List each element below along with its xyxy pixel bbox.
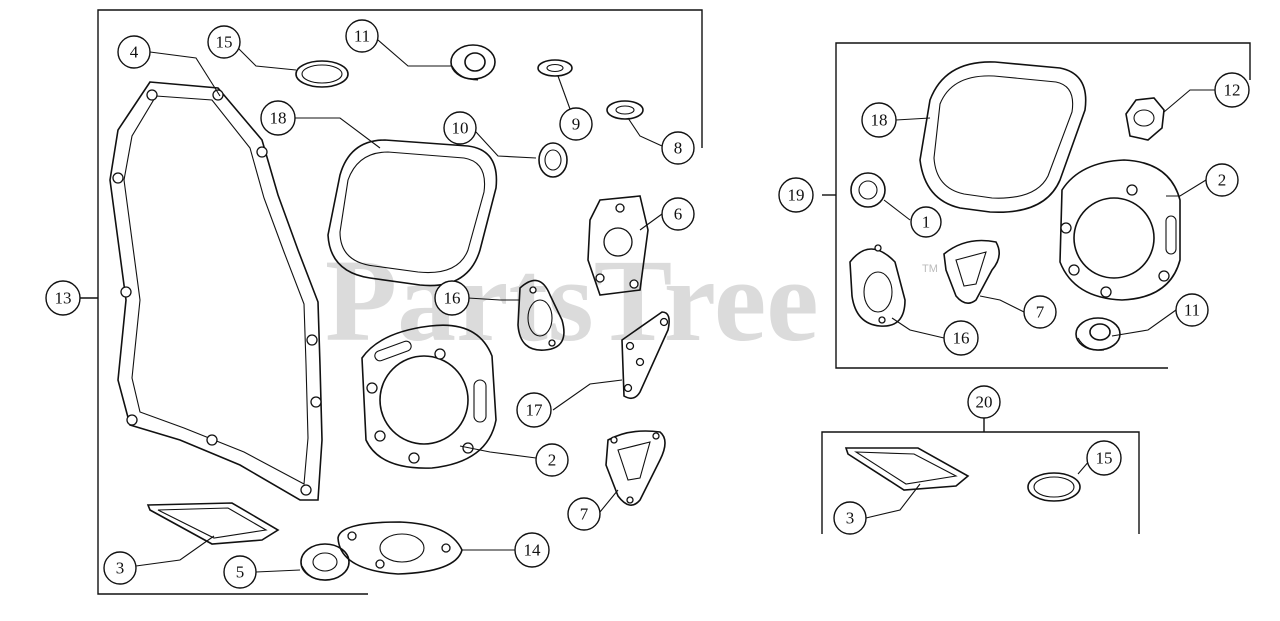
part-18-valve-cover-gasket	[327, 139, 498, 287]
partstree-watermark: PartsTree TM	[325, 235, 938, 366]
svg-text:4: 4	[130, 43, 139, 62]
group-19-frame	[822, 42, 1251, 369]
svg-text:3: 3	[116, 559, 125, 578]
callout-10: 10	[443, 111, 477, 145]
callout-11: 11	[345, 19, 379, 53]
callout-2: 2	[535, 443, 569, 477]
callout-7: 7	[567, 497, 601, 531]
svg-text:6: 6	[674, 205, 683, 224]
svg-text:2: 2	[548, 451, 557, 470]
callout-11-kit: 11	[1175, 293, 1209, 327]
svg-text:8: 8	[674, 139, 683, 158]
part-12-nut	[1125, 97, 1165, 141]
svg-text:11: 11	[354, 27, 370, 46]
callout-17: 17	[516, 392, 552, 428]
callout-12-kit: 12	[1214, 72, 1250, 108]
group-20-frame	[821, 418, 1140, 534]
part-8-washer	[606, 100, 644, 120]
part-15-o-ring-kit	[1027, 472, 1081, 502]
part-10-seal	[538, 142, 568, 178]
callout-9: 9	[559, 107, 593, 141]
svg-text:19: 19	[788, 186, 805, 205]
watermark-text: PartsTree	[325, 235, 819, 366]
callout-18-kit: 18	[861, 102, 897, 138]
part-6-carburetor-gasket	[587, 195, 649, 296]
callout-2-kit: 2	[1205, 163, 1239, 197]
part-5-oil-seal	[300, 543, 350, 581]
svg-text:20: 20	[976, 393, 993, 412]
svg-text:15: 15	[216, 33, 233, 52]
part-7-breather-gasket-kit	[943, 239, 1000, 304]
svg-text:7: 7	[580, 505, 589, 524]
callout-1-kit: 1	[910, 206, 942, 238]
svg-text:16: 16	[444, 289, 461, 308]
callout-18: 18	[260, 100, 296, 136]
part-2-head-gasket	[361, 324, 497, 469]
callout-19: 19	[778, 177, 814, 213]
part-3-oil-base-gasket-kit	[844, 447, 970, 491]
watermark-trademark: TM	[922, 263, 938, 275]
svg-text:7: 7	[1036, 303, 1045, 322]
part-15-o-ring	[295, 60, 349, 88]
callout-16-kit: 16	[943, 320, 979, 356]
callout-7-kit: 7	[1023, 295, 1057, 329]
callout-15: 15	[207, 25, 241, 59]
svg-text:11: 11	[1184, 301, 1200, 320]
part-9-washer	[537, 59, 573, 77]
svg-text:16: 16	[953, 329, 970, 348]
part-17-plate-gasket	[621, 311, 670, 400]
part-18-valve-cover-gasket-kit	[919, 61, 1087, 214]
svg-text:14: 14	[524, 541, 542, 560]
part-7-breather-gasket	[605, 430, 666, 506]
part-16-intake-gasket-kit	[849, 244, 906, 327]
part-1-seal	[850, 172, 886, 208]
svg-text:13: 13	[55, 289, 72, 308]
svg-text:12: 12	[1224, 81, 1241, 100]
part-4-crankcase-gasket	[109, 81, 323, 501]
part-11-seal-kit	[1075, 317, 1121, 351]
callout-3: 3	[103, 551, 137, 585]
part-11-seal	[450, 44, 496, 81]
callout-3-kit: 3	[833, 501, 867, 535]
svg-text:18: 18	[871, 111, 888, 130]
callout-4: 4	[117, 35, 151, 69]
svg-text:3: 3	[846, 509, 855, 528]
svg-text:18: 18	[270, 109, 287, 128]
svg-text:10: 10	[452, 119, 469, 138]
callout-8: 8	[661, 131, 695, 165]
part-14-exhaust-gasket	[337, 521, 463, 575]
svg-text:15: 15	[1096, 449, 1113, 468]
group-13-frame	[80, 9, 703, 595]
part-2-head-gasket-kit	[1059, 159, 1181, 301]
callout-16: 16	[434, 280, 470, 316]
svg-text:17: 17	[526, 401, 544, 420]
callout-15-kit: 15	[1086, 440, 1122, 476]
part-3-oil-base-gasket	[146, 502, 280, 545]
callout-5: 5	[223, 555, 257, 589]
part-16-intake-gasket	[517, 279, 565, 351]
callout-6: 6	[661, 197, 695, 231]
svg-text:1: 1	[922, 213, 931, 232]
callout-14: 14	[514, 532, 550, 568]
callout-13: 13	[45, 280, 81, 316]
svg-text:5: 5	[236, 563, 245, 582]
svg-text:9: 9	[572, 115, 581, 134]
callout-20: 20	[967, 385, 1001, 419]
svg-text:2: 2	[1218, 171, 1227, 190]
